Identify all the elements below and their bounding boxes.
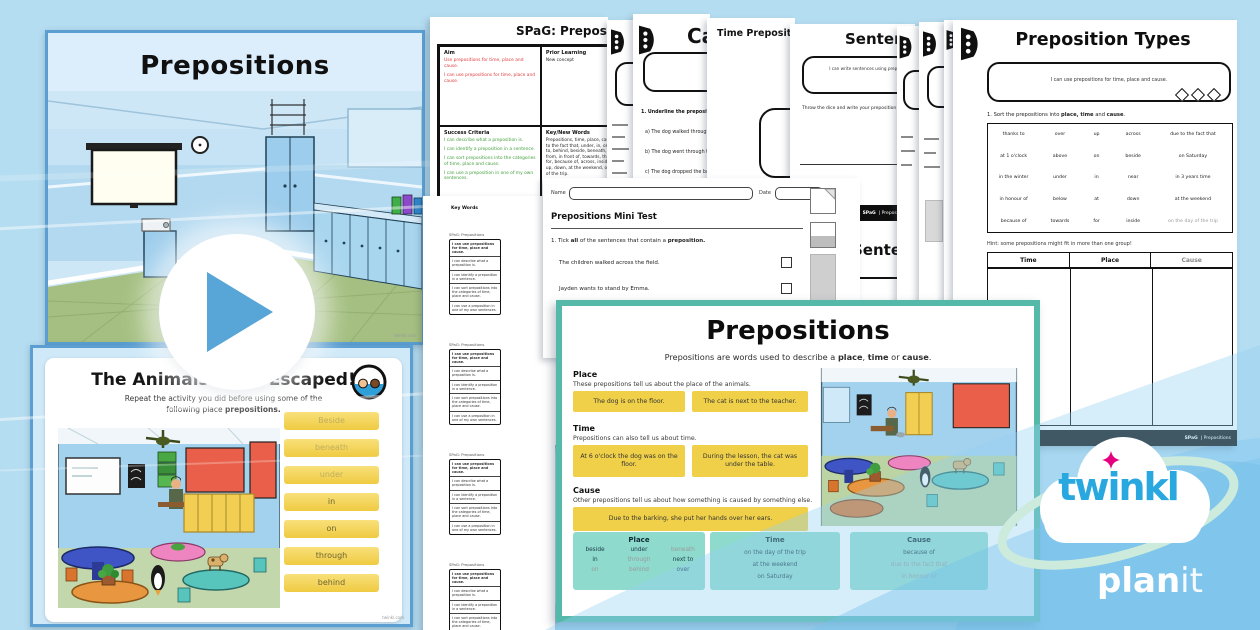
question-item: a) The dog walked through the park. — [645, 130, 710, 135]
place-desc: These prepositions tell us about the pla… — [573, 381, 751, 388]
name-field — [569, 187, 753, 200]
difficulty-icon — [639, 25, 654, 55]
cause-desc: Other prepositions tell us about how som… — [573, 497, 813, 504]
preview-band — [925, 200, 943, 242]
page-thumbnail — [810, 222, 836, 248]
checkbox — [781, 283, 792, 294]
worksheet-title: Preposition Types — [1015, 30, 1191, 50]
aim-label: Aim — [444, 50, 455, 56]
pill-edge — [903, 70, 920, 110]
word-button: Beside — [284, 412, 379, 430]
play-button[interactable] — [159, 234, 315, 390]
poster-classroom-illustration — [820, 368, 1018, 526]
example-sentence: Due to the barking, she put her hands ov… — [573, 507, 808, 531]
pill-edge — [615, 62, 634, 106]
word-button: in — [284, 493, 379, 511]
criteria-strip: SPaG: Prepositions I can use preposition… — [449, 452, 549, 535]
slide1-title: Prepositions — [140, 51, 330, 81]
prior-learning-label: Prior Learning — [545, 50, 587, 56]
i-can-box — [643, 52, 710, 92]
slide1-credit: twinkl.com — [394, 333, 416, 338]
cause-label: Cause — [573, 486, 601, 495]
poster-prepositions: Prepositions Prepositions are words used… — [556, 300, 1040, 622]
page-thumbnail — [810, 188, 836, 214]
difficulty-icon — [923, 31, 936, 57]
question: 1. Underline the prepositions. — [641, 110, 710, 115]
slide2-credit: twinkl.com — [382, 615, 404, 620]
success-line: I can use a preposition in one of my own… — [444, 170, 534, 182]
keywords-label: Key/New Words — [545, 130, 590, 136]
star-icon — [1102, 451, 1120, 469]
slide2-subtitle: Repeat the activity you did before using… — [124, 394, 323, 414]
date-label: Date — [759, 190, 771, 196]
time-label: Time — [573, 424, 595, 433]
test-sentence: The children walked across the field. — [559, 260, 660, 266]
word-button: through — [284, 547, 379, 565]
example-sentence: During the lesson, the cat was under the… — [692, 445, 808, 477]
slide-animals-escaped: The Animals Have Escaped! Repeat the act… — [30, 345, 413, 627]
column-header: Cause — [1181, 256, 1202, 264]
strips-header: Key Words — [451, 206, 478, 211]
test-sentence: Jayden wants to stand by Emma. — [559, 286, 650, 292]
place-label: Place — [573, 370, 598, 379]
hint-text: Hint: some prepositions might fit in mor… — [987, 241, 1132, 247]
criteria-strip: SPaG: Prepositions I can use preposition… — [449, 562, 549, 630]
brand-name: twinkl — [1058, 465, 1180, 509]
summary-cause-box: Cause because of due to the fact that in… — [850, 532, 988, 590]
i-can-text: I can write sentences using prepositions… — [829, 66, 915, 71]
success-criteria-label: Success Criteria — [444, 130, 490, 136]
question: 1. Sort the prepositions into place, tim… — [987, 112, 1126, 118]
example-sentence: The cat is next to the teacher. — [692, 391, 808, 412]
activity-box — [759, 108, 795, 178]
success-line: I can sort prepositions into the categor… — [444, 156, 536, 167]
difficulty-icon — [961, 27, 978, 61]
planit-wordmark: planit — [1097, 561, 1203, 601]
column-header: Place — [1070, 253, 1152, 267]
column-header: Time — [988, 253, 1070, 267]
pill-edge — [927, 66, 949, 108]
prior-learning-text: New concept — [545, 58, 574, 63]
checkbox — [781, 257, 792, 268]
success-line: I can describe what a preposition is. — [444, 138, 524, 143]
question-item: b) The dog went through the gate. — [645, 150, 710, 155]
talk-partners-icon — [351, 364, 387, 400]
criteria-strip: SPaG: Prepositions I can use preposition… — [449, 342, 549, 425]
play-icon — [207, 272, 273, 352]
instruction: Throw the dice and write your prepositio… — [802, 106, 915, 111]
twinkl-planit-logo: twinkl planit — [990, 415, 1260, 630]
success-line: I can identify a preposition in a senten… — [444, 147, 535, 153]
criteria-strip: SPaG: Prepositions I can use preposition… — [449, 232, 549, 315]
keywords-text: Prepositions, time, place, cause, due to… — [545, 138, 608, 177]
difficulty-icon — [899, 35, 912, 59]
difficulty-icon — [611, 29, 624, 55]
aim-line: I can use prepositions for time, place a… — [444, 73, 536, 84]
lesson-plan-title: SPaG: Prepositions — [516, 24, 608, 38]
name-label: Name — [551, 190, 566, 196]
question-item: c) The dog dropped the ball near the tre… — [645, 170, 710, 175]
i-can-box — [802, 56, 915, 94]
classroom-animals-illustration — [58, 428, 280, 608]
poster-title: Prepositions — [706, 316, 890, 346]
worksheet-title: Cause Prepositions — [687, 24, 710, 48]
time-desc: Prepositions can also tell us about time… — [573, 435, 697, 442]
worksheet-title: Time Prepositions — [717, 28, 795, 39]
mini-test-title: Prepositions Mini Test — [551, 212, 657, 222]
example-sentence: The dog is on the floor. — [573, 391, 685, 412]
aim-line: Use prepositions for time, place and cau… — [444, 58, 524, 69]
mini-test-question: 1. Tick all of the sentences that contai… — [551, 238, 706, 244]
summary-time-box: Time on the day of the trip at the weeke… — [710, 532, 840, 590]
i-can-text: I can use prepositions for time, place a… — [1050, 78, 1168, 83]
word-button: on — [284, 520, 379, 538]
example-sentence: At 6 o'clock the dog was on the floor. — [573, 445, 685, 477]
i-can-box: I can use prepositions for time, place a… — [987, 62, 1231, 102]
word-button: under — [284, 466, 379, 484]
word-button: behind — [284, 574, 379, 592]
cloud-logo — [1040, 437, 1210, 543]
poster-subtitle: Prepositions are words used to describe … — [664, 352, 932, 362]
sheet-success-criteria-strips: Key Words SPaG: Prepositions I can use p… — [423, 196, 555, 630]
word-button: beneath — [284, 439, 379, 457]
